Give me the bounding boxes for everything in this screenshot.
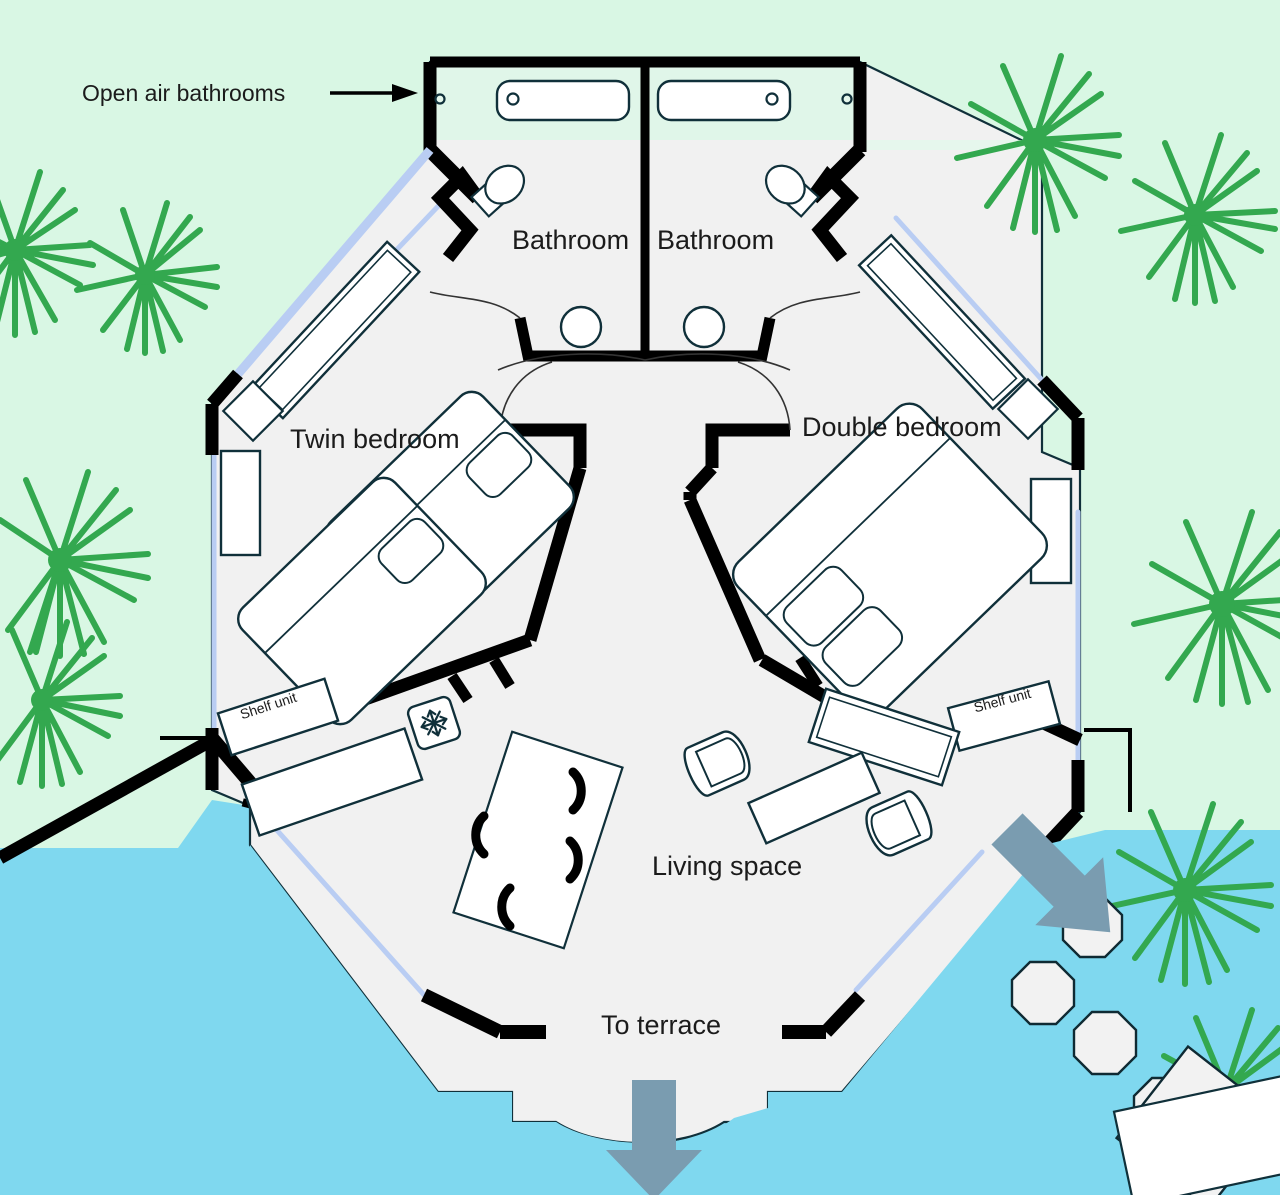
- twin-bedroom-label: Twin bedroom: [290, 424, 460, 454]
- open-air-bathrooms-label: Open air bathrooms: [82, 80, 286, 106]
- twin-bed-lower: [236, 476, 488, 726]
- bathroom-left-label: Bathroom: [512, 225, 630, 255]
- refrigerator: [406, 695, 462, 751]
- living-space-label: Living space: [652, 851, 803, 881]
- chair-right-lower: [565, 836, 583, 884]
- side-cabinet-right: [1029, 477, 1073, 585]
- tree-icon: [1131, 509, 1280, 707]
- tree-icon: [1118, 132, 1278, 306]
- tree-icon: [0, 169, 96, 338]
- tree-icon: [954, 53, 1122, 235]
- tree-icon: [74, 200, 220, 356]
- coffee-table: [746, 751, 882, 845]
- arrows: [330, 84, 1111, 1195]
- bathroom-fixtures: [429, 79, 861, 431]
- tree-icon: [0, 469, 151, 659]
- sink-right: [682, 305, 726, 349]
- stepping-stone: [1072, 1010, 1138, 1076]
- sink-left: [559, 305, 603, 349]
- chair-left-upper: [471, 811, 489, 859]
- bathtub-left: [495, 79, 631, 122]
- entrance-arrow-icon: [991, 813, 1111, 933]
- sideboard-right: [807, 687, 961, 787]
- deck-panel: [1112, 1073, 1280, 1195]
- terrace-arrow-icon: [606, 1080, 702, 1195]
- tree-icon: [0, 619, 123, 789]
- double-bed: [731, 402, 1049, 718]
- bathtub-right: [656, 79, 792, 122]
- tree-group: [0, 53, 1280, 1179]
- refrigerator-snowflake-icon: [420, 709, 448, 737]
- to-terrace-label: To terrace: [601, 1010, 722, 1040]
- stepping-stone: [1010, 960, 1076, 1026]
- dining-chairs: [471, 767, 586, 931]
- chair-right-upper: [568, 767, 586, 815]
- chair-left-lower: [497, 883, 515, 931]
- double-bedroom-label: Double bedroom: [802, 412, 1002, 442]
- shelf-unit-left-box: [216, 677, 340, 757]
- armchair-lower: [865, 790, 933, 857]
- toilet-left: [469, 164, 526, 218]
- toilet-right: [764, 164, 821, 218]
- living-space-furniture: [216, 677, 1062, 950]
- armchair-upper: [683, 730, 751, 797]
- kitchen-counter: [240, 726, 424, 838]
- double-bedroom-furniture: [731, 233, 1073, 718]
- side-cabinet-left: [219, 449, 262, 557]
- bathroom-right-label: Bathroom: [657, 225, 775, 255]
- nightstand-right: [996, 377, 1060, 441]
- wardrobe-right: [857, 233, 1027, 411]
- tree-icon: [1100, 801, 1274, 987]
- twin-bedroom-furniture: [219, 240, 576, 726]
- nightstand-left: [221, 379, 285, 443]
- callout-arrow-icon: [330, 84, 418, 102]
